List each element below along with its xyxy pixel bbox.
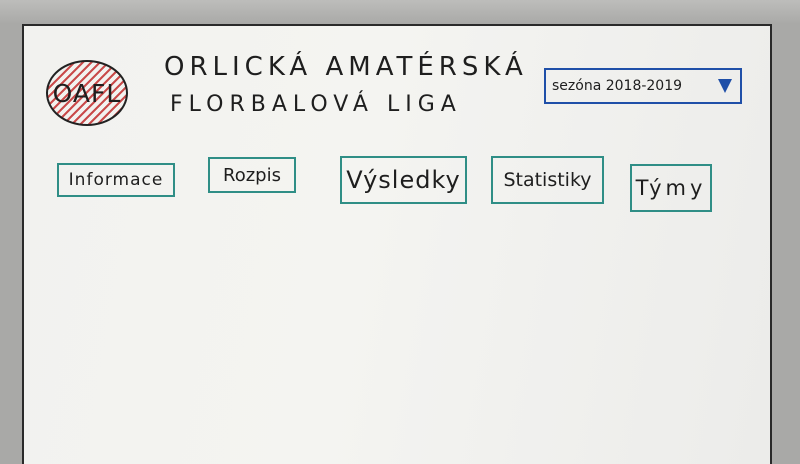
tab-vysledky-label: Výsledky bbox=[346, 166, 461, 194]
page-title-line1: ORLICKÁ AMATÉRSKÁ bbox=[164, 52, 528, 82]
tab-informace[interactable]: Informace bbox=[57, 163, 175, 197]
oafl-logo[interactable]: OAFL bbox=[46, 60, 128, 126]
logo-text: OAFL bbox=[52, 78, 122, 108]
page-title-line2: FLORBALOVÁ LIGA bbox=[170, 92, 462, 117]
wall-background bbox=[0, 0, 800, 24]
tab-rozpis[interactable]: Rozpis bbox=[208, 157, 296, 193]
tab-tymy[interactable]: Týmy bbox=[630, 164, 712, 212]
tab-statistiky[interactable]: Statistiky bbox=[491, 156, 604, 204]
whiteboard-page bbox=[22, 24, 772, 464]
season-selected-value: sezóna 2018-2019 bbox=[552, 78, 683, 94]
triangle-down-icon[interactable] bbox=[718, 79, 732, 93]
season-dropdown[interactable]: sezóna 2018-2019 bbox=[544, 68, 742, 104]
tab-vysledky[interactable]: Výsledky bbox=[340, 156, 467, 204]
tab-statistiky-label: Statistiky bbox=[503, 169, 592, 191]
tab-informace-label: Informace bbox=[68, 170, 164, 190]
tab-tymy-label: Týmy bbox=[635, 176, 707, 200]
tab-rozpis-label: Rozpis bbox=[223, 164, 281, 186]
